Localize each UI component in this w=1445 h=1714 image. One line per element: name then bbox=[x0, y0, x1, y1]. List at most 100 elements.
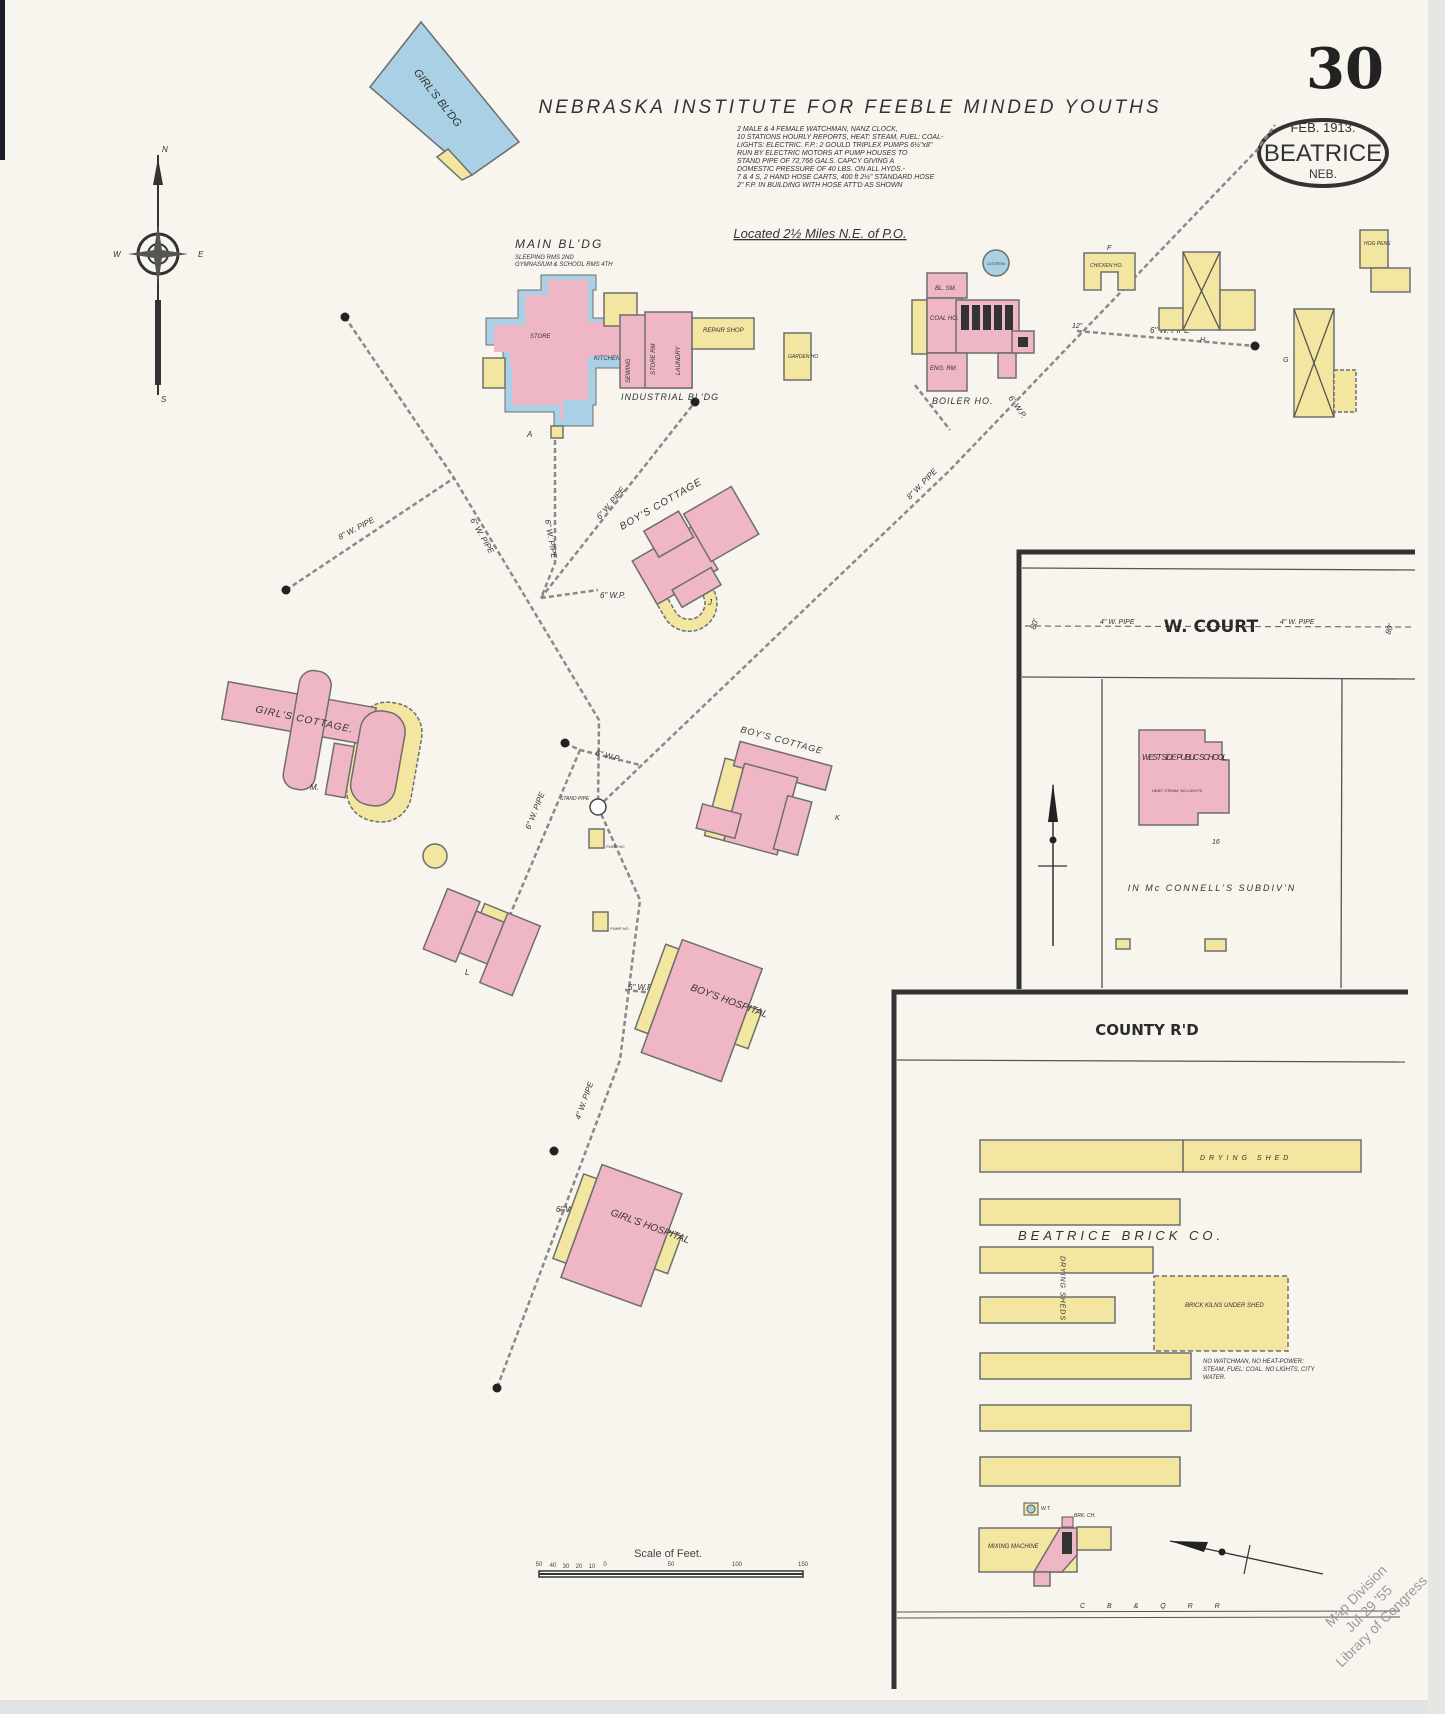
main-bldg: MAIN BL'DG SLEEPING RMS 2ND GYMNASIUM & … bbox=[482, 237, 640, 439]
boys-cottage-k: BOY'S COTTAGE K bbox=[695, 724, 840, 857]
scale-tick: 30 bbox=[563, 1564, 570, 1570]
bl-sm-label: BL. SM. bbox=[935, 286, 956, 292]
drying-shed bbox=[979, 1246, 1154, 1274]
pipe-line bbox=[343, 316, 601, 808]
inset-brick-co: COUNTY R'D DRYING SHED DRYING SHEDS BEAT… bbox=[891, 989, 1408, 1689]
letter-f: F bbox=[1107, 245, 1112, 252]
sewing-label: SEWING bbox=[626, 358, 632, 383]
note-line: LIGHTS: ELECTRIC. F.P.: 2 GOULD TRIPLEX … bbox=[737, 141, 933, 149]
hydrant-icon bbox=[492, 1383, 502, 1393]
wt-label: W.T. bbox=[1041, 1506, 1051, 1512]
notes-block: 2 MALE & 4 FEMALE WATCHMAN, NANZ CLOCK, … bbox=[736, 126, 944, 189]
chicken-ho: CHICKEN HO. F bbox=[1083, 245, 1136, 291]
scale-tick: 40 bbox=[550, 1563, 557, 1569]
compass-rose-icon: N S E W bbox=[113, 145, 204, 404]
garden-ho-label: GARDEN HO bbox=[788, 354, 818, 360]
main-bldg-note: GYMNASIUM & SCHOOL RMS 4TH bbox=[515, 262, 613, 268]
brk-ch-label: BRK. CH. bbox=[1074, 1513, 1096, 1519]
pipe-line bbox=[285, 476, 455, 592]
industrial-bldg-label: INDUSTRIAL BL'DG bbox=[621, 392, 719, 402]
school-label: WEST SIDE PUBLIC SCHOOL bbox=[1142, 753, 1227, 762]
drying-shed-label: DRYING SHED bbox=[1200, 1155, 1292, 1162]
mixing-machine-label: MIXING MACHINE bbox=[988, 1544, 1040, 1550]
letter-m: M. bbox=[310, 783, 319, 792]
pipe-line bbox=[597, 124, 1277, 808]
note-line: 7 & 4 S, 2 HAND HOSE CARTS, 400 ft 2½" S… bbox=[737, 173, 934, 181]
chicken-ho-label: CHICKEN HO. bbox=[1090, 263, 1123, 269]
pipe-label: 6" W.P. bbox=[628, 983, 654, 992]
pump-ho-label: PUMP HO bbox=[606, 844, 625, 849]
pipe-line bbox=[914, 384, 951, 431]
hydrant-icon bbox=[549, 1146, 559, 1156]
pipe-line bbox=[508, 749, 582, 916]
drying-shed bbox=[979, 1352, 1192, 1380]
pipe-line bbox=[495, 806, 642, 1389]
cistern-label: CISTERN bbox=[987, 261, 1005, 266]
industrial-bldg: REPAIR SHOP SEWING STORE RM LAUNDRY INDU… bbox=[619, 311, 755, 402]
pump-ho bbox=[588, 828, 605, 849]
hydrant-icon bbox=[340, 312, 350, 322]
small-frame-structure bbox=[422, 843, 448, 869]
map-title: NEBRASKA INSTITUTE FOR FEEBLE MINDED YOU… bbox=[538, 97, 1161, 118]
letter-h: H bbox=[1200, 337, 1206, 344]
state-name: NEB. bbox=[1309, 167, 1337, 181]
brick-note-text: NO WATCHMAN, NO HEAT-POWER: STEAM, FUEL:… bbox=[1203, 1359, 1315, 1381]
pipe-label: 4" W. PIPE bbox=[1100, 619, 1135, 626]
barn-h: H bbox=[1158, 251, 1256, 344]
drying-shed bbox=[979, 1456, 1181, 1487]
boys-hospital: BOY'S HOSPITAL bbox=[634, 938, 769, 1083]
right-edge-strip bbox=[1428, 0, 1445, 1714]
w-court-label: W. COURT bbox=[1164, 617, 1259, 637]
garden-ho: GARDEN HO bbox=[783, 332, 818, 381]
note-line: DOMESTIC PRESSURE OF 40 LBS. ON ALL HYDS… bbox=[737, 166, 906, 173]
compass-n: N bbox=[162, 145, 168, 154]
girls-cottage: GIRL'S COTTAGE. M. bbox=[220, 669, 423, 823]
pipe-label: 6" W.P. bbox=[556, 1205, 582, 1214]
pipe-label: 4" W. PIPE bbox=[1280, 619, 1315, 626]
scale-tick: 50 bbox=[536, 1562, 543, 1568]
north-arrow-icon bbox=[1038, 783, 1067, 946]
brick-chimney-icon bbox=[1061, 1516, 1074, 1528]
school-note: HEAT: STEAM, NO LIGHTS. bbox=[1152, 788, 1203, 793]
scale-bar: Scale of Feet. 50 40 30 20 10 0 50 100 1… bbox=[536, 1548, 809, 1578]
scale-tick: 100 bbox=[732, 1562, 743, 1568]
street-width: 80' bbox=[1383, 622, 1395, 635]
street-width: 80' bbox=[1028, 617, 1040, 630]
scale-tick: 10 bbox=[589, 1564, 596, 1570]
letter-g: G bbox=[1283, 357, 1289, 364]
pipe-line bbox=[1076, 329, 1256, 348]
barn-g: G bbox=[1283, 308, 1357, 418]
west-side-public-school bbox=[1138, 729, 1230, 826]
scale-title: Scale of Feet. bbox=[634, 1548, 702, 1560]
page-number: 30 bbox=[1306, 36, 1384, 102]
letter-l: L bbox=[465, 968, 469, 977]
scale-tick: 50 bbox=[668, 1562, 675, 1568]
boiler-ho-label: BOILER HO. bbox=[932, 396, 994, 406]
hydrant-icon bbox=[1250, 341, 1260, 351]
compass-s: S bbox=[161, 395, 167, 404]
hydrant-icon bbox=[690, 397, 700, 407]
sheet-date: FEB. 1913. bbox=[1290, 120, 1355, 135]
lot-number: 16 bbox=[1212, 839, 1220, 846]
scale-tick: 150 bbox=[798, 1562, 809, 1568]
stand-pipe-label: STAND PIPE bbox=[560, 796, 590, 802]
subdivision-label: IN Mc CONNELL'S SUBDIV'N bbox=[1128, 883, 1296, 893]
brick-co-label: BEATRICE BRICK CO. bbox=[1018, 1228, 1224, 1243]
small-shed bbox=[1204, 938, 1227, 952]
scale-tick: 0 bbox=[603, 1562, 607, 1568]
drying-shed bbox=[979, 1139, 1362, 1173]
hydrant-icon bbox=[560, 738, 570, 748]
drying-shed bbox=[979, 1404, 1192, 1432]
small-shed bbox=[1115, 938, 1131, 950]
stairs bbox=[482, 357, 506, 389]
compass-w: W bbox=[113, 250, 122, 259]
store-rm-label: STORE RM bbox=[651, 343, 657, 375]
main-bldg-note: SLEEPING RMS 2ND bbox=[515, 255, 574, 261]
note-line: STAND PIPE OF 72,766 GALS. CAPCY GIVING … bbox=[737, 158, 895, 165]
drying-sheds-vertical-label: DRYING SHEDS bbox=[1059, 1256, 1066, 1321]
pipe-line bbox=[540, 588, 599, 600]
bldg-l: L bbox=[422, 887, 542, 997]
letter-j: J bbox=[707, 598, 713, 607]
city-name: BEATRICE bbox=[1264, 140, 1382, 167]
